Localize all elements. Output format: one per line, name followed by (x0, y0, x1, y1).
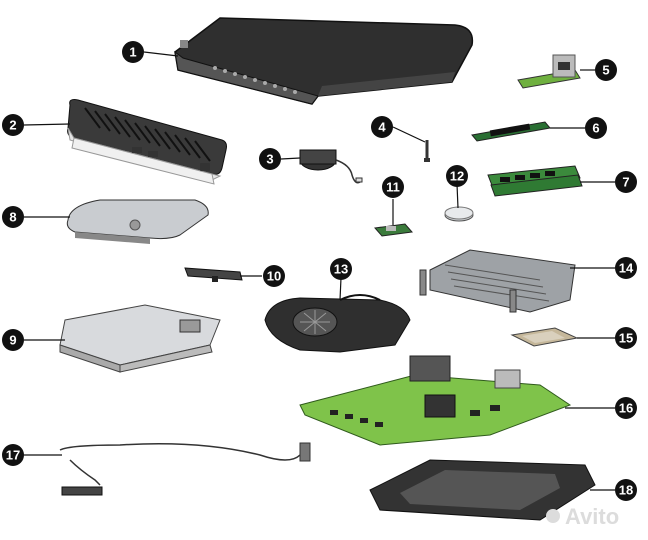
callout-8: 8 (2, 206, 24, 228)
part-14-heatsink (419, 249, 576, 313)
callout-label: 11 (386, 180, 400, 195)
callout-label: 16 (619, 401, 633, 416)
callout-label: 17 (6, 448, 20, 463)
callout-6: 6 (585, 117, 607, 139)
callout-label: 1 (129, 45, 136, 60)
watermark: Avito (546, 504, 619, 529)
callout-label: 12 (450, 169, 464, 184)
part-9-drive-cage (59, 304, 221, 373)
callout-label: 18 (619, 483, 633, 498)
callout-label: 6 (592, 121, 599, 136)
callout-label: 3 (266, 152, 273, 167)
callout-label: 15 (619, 331, 633, 346)
part-12-rtc-battery (444, 206, 474, 222)
callout-5: 5 (595, 59, 617, 81)
callout-label: 2 (9, 118, 16, 133)
callout-label: 13 (334, 262, 348, 277)
callout-7: 7 (615, 171, 637, 193)
callout-label: 5 (602, 63, 609, 78)
part-15-processor (510, 327, 579, 347)
part-2-front-bezel (67, 99, 227, 185)
part-11-wlan-card (374, 223, 413, 237)
part-3-speaker (299, 149, 363, 184)
callout-16: 16 (615, 397, 637, 419)
part-5-io-board (517, 54, 581, 89)
part-6-ssd (471, 121, 551, 142)
callout-badges: 1 2 3 4 5 6 7 8 (2, 41, 637, 501)
callout-label: 10 (267, 269, 281, 284)
callout-label: 8 (9, 210, 16, 225)
callout-2: 2 (2, 114, 24, 136)
callout-4: 4 (371, 116, 393, 138)
part-1-top-cover (174, 17, 474, 105)
callout-10: 10 (263, 265, 285, 287)
part-16-system-board (299, 355, 572, 446)
callout-label: 9 (9, 333, 16, 348)
callout-11: 11 (382, 176, 404, 198)
callout-label: 14 (619, 261, 634, 276)
callout-label: 7 (622, 175, 629, 190)
watermark-text: Avito (565, 504, 619, 529)
part-4-sensor (424, 140, 430, 162)
callout-1: 1 (122, 41, 144, 63)
part-8-hard-drive (66, 199, 209, 244)
callout-3: 3 (259, 148, 281, 170)
part-13-fan (264, 294, 411, 353)
callout-14: 14 (615, 257, 637, 279)
part-10-latch (184, 267, 243, 282)
part-18-stand (369, 459, 596, 521)
callout-12: 12 (446, 165, 468, 187)
callout-9: 9 (2, 329, 24, 351)
watermark-logo-icon (546, 509, 560, 523)
callout-13: 13 (330, 258, 352, 280)
callout-17: 17 (2, 444, 24, 466)
part-17-antenna (59, 442, 311, 496)
callout-18: 18 (615, 479, 637, 501)
callout-label: 4 (378, 120, 386, 135)
leader-lines (20, 51, 615, 491)
callout-15: 15 (615, 327, 637, 349)
part-7-memory (487, 165, 583, 197)
